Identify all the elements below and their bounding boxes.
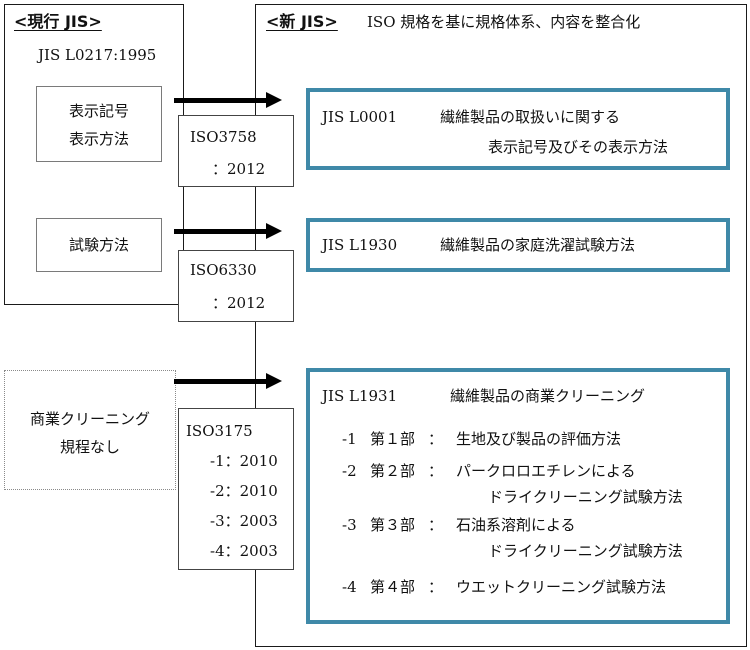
jis-l0001-box (306, 88, 730, 170)
display-method-line1: 表示記号 (68, 102, 129, 120)
jis-l1930-title: 繊維製品の家庭洗濯試験方法 (440, 236, 636, 254)
new-jis-frame (255, 4, 747, 647)
part-number: -1 (342, 430, 357, 448)
new-jis-heading: <新 JIS> (266, 12, 338, 31)
iso6330-year: ：2012 (212, 294, 266, 312)
arrow-right-icon (266, 223, 282, 239)
arrow-3-shaft (174, 379, 268, 384)
part-title: パークロロエチレンによる (456, 462, 636, 480)
part-label: 第３部 (370, 516, 416, 534)
part-label: 第４部 (370, 578, 416, 596)
part-number: -4 (342, 578, 357, 596)
iso6330-name: ISO6330 (190, 261, 257, 279)
iso3175-part: -4：2003 (210, 542, 278, 560)
test-method-label: 試験方法 (68, 236, 129, 254)
commercial-cleaning-line2: 規程なし (59, 438, 120, 456)
part-title: ウエットクリーニング試験方法 (456, 578, 667, 596)
part-title: 生地及び製品の評価方法 (456, 430, 622, 448)
part-title: 石油系溶剤による (456, 516, 576, 534)
part-number: -2 (342, 462, 357, 480)
jis-l1931-box (306, 368, 730, 624)
iso3175-box (178, 408, 294, 570)
arrow-right-icon (266, 373, 282, 389)
part-colon: ： (428, 516, 444, 534)
part-number: -3 (342, 516, 357, 534)
part-title-line2: ドライクリーニング試験方法 (488, 542, 683, 560)
arrow-1-shaft (174, 98, 268, 103)
iso6330-box (178, 250, 294, 322)
arrow-2-shaft (174, 229, 268, 234)
arrow-right-icon (266, 92, 282, 108)
iso3175-part: -2：2010 (210, 482, 278, 500)
part-colon: ： (428, 578, 444, 596)
commercial-cleaning-box (4, 370, 176, 490)
jis-l1931-title: 繊維製品の商業クリーニング (450, 387, 646, 405)
display-method-line2: 表示方法 (68, 130, 129, 148)
jis-l1930-code: JIS L1930 (322, 236, 398, 254)
jis-l0001-title-line1: 繊維製品の取扱いに関する (440, 108, 621, 126)
current-jis-heading: <現行 JIS> (14, 12, 102, 31)
part-label: 第２部 (370, 462, 416, 480)
display-method-box (36, 86, 162, 162)
jis-l0001-code: JIS L0001 (322, 108, 398, 126)
part-label: 第１部 (370, 430, 416, 448)
part-colon: ： (428, 430, 444, 448)
iso3175-part: -1：2010 (210, 452, 278, 470)
iso3175-name: ISO3175 (186, 422, 253, 440)
test-method-box (36, 218, 162, 272)
new-jis-heading-note: ISO 規格を基に規格体系、内容を整合化 (367, 13, 641, 31)
jis-l0001-title-line2: 表示記号及びその表示方法 (488, 138, 669, 156)
part-title-line2: ドライクリーニング試験方法 (488, 488, 683, 506)
commercial-cleaning-line1: 商業クリーニング (29, 410, 150, 428)
iso3758-box (178, 115, 294, 187)
iso3758-year: ：2012 (212, 160, 266, 178)
iso3758-name: ISO3758 (190, 128, 257, 146)
iso3175-part: -3：2003 (210, 512, 278, 530)
jis-l1930-box (306, 218, 730, 272)
jis-l1931-code: JIS L1931 (322, 387, 398, 405)
current-standard-code: JIS L0217:1995 (38, 46, 157, 64)
part-colon: ： (428, 462, 444, 480)
